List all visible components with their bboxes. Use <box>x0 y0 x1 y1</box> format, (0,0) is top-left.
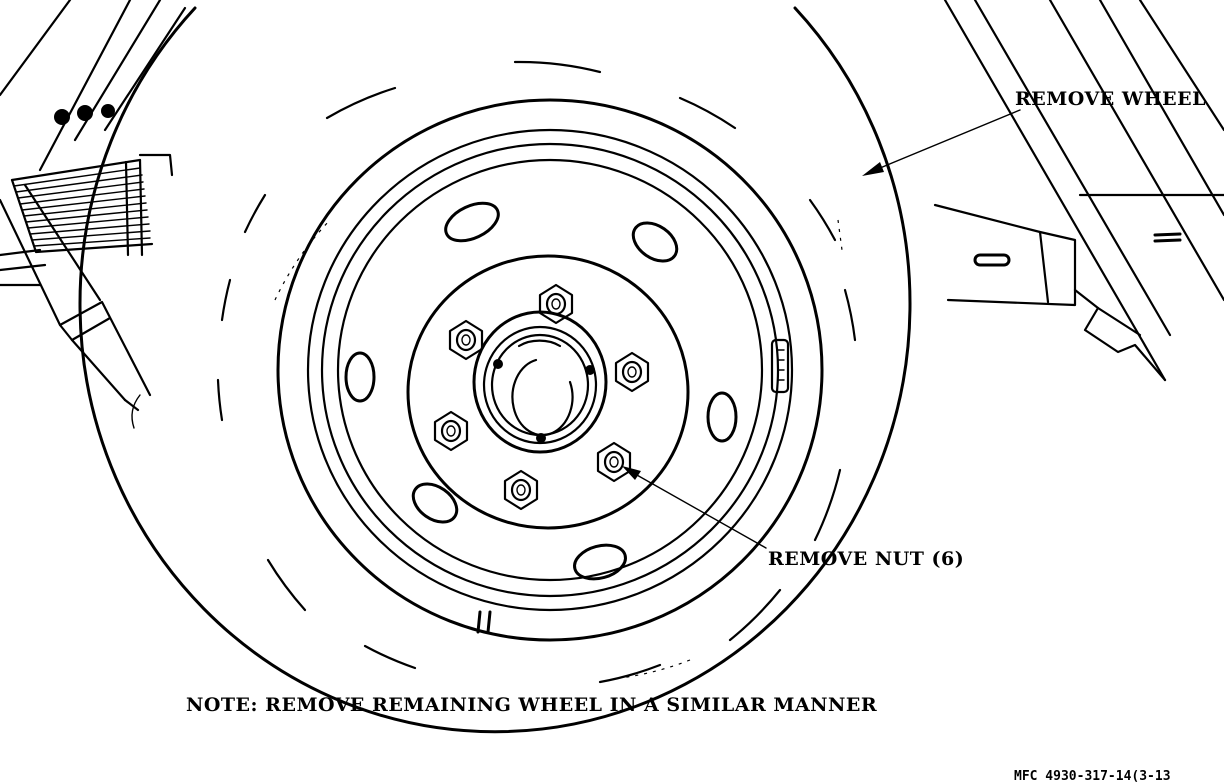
arrowhead-icon <box>622 466 641 480</box>
arrowhead-icon <box>862 162 884 176</box>
wheel-rim <box>276 98 824 642</box>
lug-nut <box>433 410 469 452</box>
left-suspension-assembly <box>0 0 187 429</box>
lug-nut <box>538 283 574 325</box>
lug-nut <box>503 469 539 511</box>
remove-nut-label: REMOVE NUT (6) <box>768 548 964 570</box>
lug-nut <box>448 319 484 361</box>
wheel-hub <box>406 254 690 530</box>
leaf-spring <box>10 153 174 257</box>
remove-wheel-label: REMOVE WHEEL <box>1015 88 1206 110</box>
lug-nuts <box>433 283 650 511</box>
bolt-hole <box>101 104 115 118</box>
lug-nut <box>596 441 632 483</box>
bolt-hole <box>77 105 93 121</box>
lug-nut <box>614 351 650 393</box>
note-text: NOTE: REMOVE REMAINING WHEEL IN A SIMILA… <box>186 694 877 716</box>
rim-holes <box>344 201 738 581</box>
figure-id: MFC 4930-317-14(3-13 <box>1014 769 1171 782</box>
bolt-hole <box>54 109 70 125</box>
balance-weight <box>770 338 790 394</box>
right-frame-assembly <box>933 0 1224 382</box>
tire <box>78 6 912 734</box>
callout-leaders <box>622 109 1021 549</box>
bracket-slot <box>973 253 1011 267</box>
